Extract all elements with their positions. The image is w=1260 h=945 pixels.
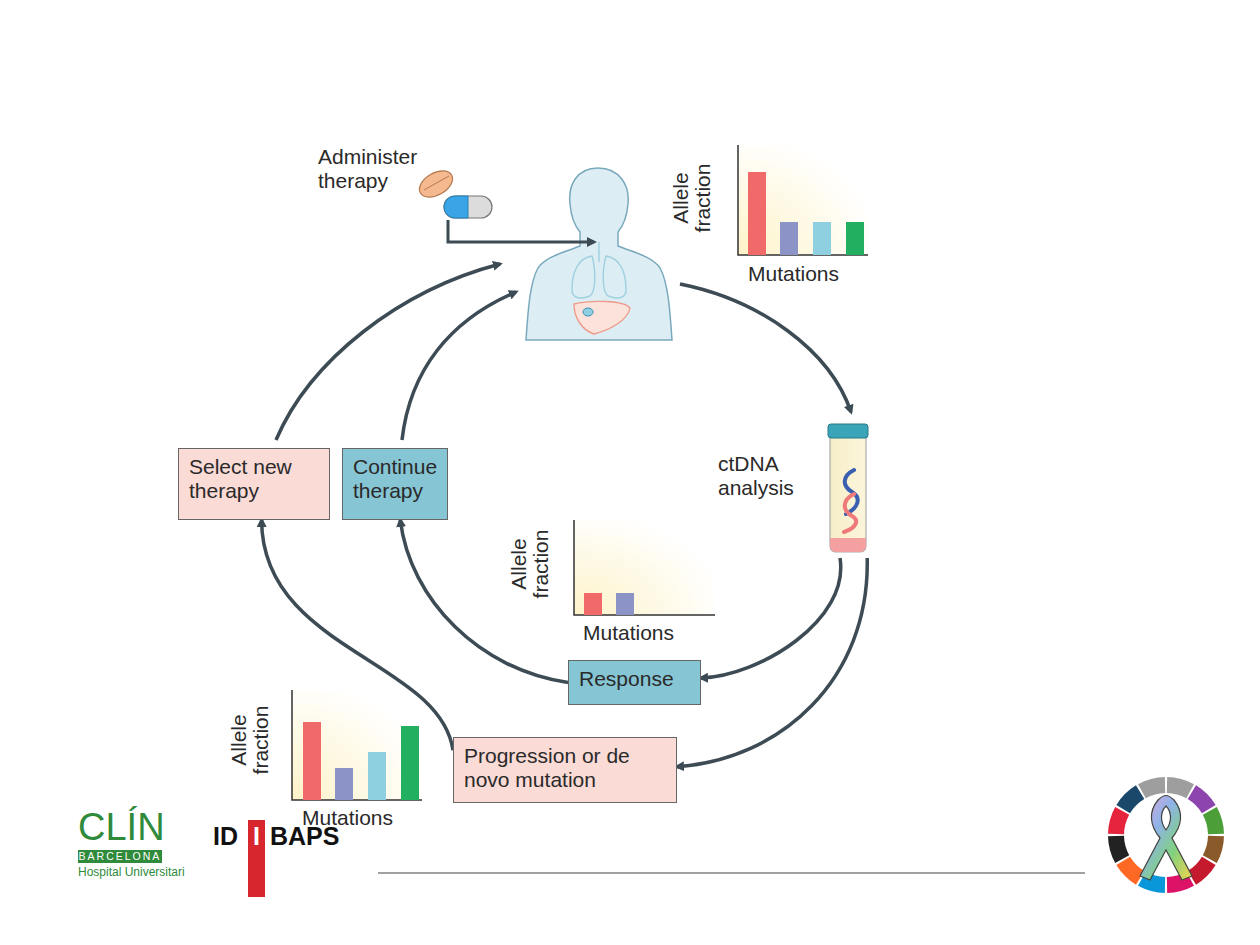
chart-ground (738, 145, 868, 255)
axis-label: Allele fraction (508, 524, 552, 604)
node-text: Continue therapy (353, 455, 437, 503)
pill-icon (415, 165, 492, 218)
axis-label: Allele fraction (670, 158, 714, 238)
flow-arrow (400, 520, 568, 683)
logo-bar (248, 820, 265, 897)
logo-segment (1108, 807, 1129, 834)
flow-arrow (677, 558, 867, 767)
axis-label: Allele fraction (228, 700, 272, 780)
step-label: Administer therapy (318, 145, 430, 193)
logo-segment (1188, 857, 1216, 885)
process-box: Response (568, 660, 701, 705)
logo-segment (1108, 836, 1129, 863)
logo-text: ID (213, 822, 238, 851)
sample-tube: ctDNA analysis (712, 422, 872, 558)
ribbon (1140, 796, 1192, 881)
node-text: Progression or de novo mutation (464, 744, 666, 792)
logo-segment (1188, 785, 1216, 813)
process-box: Select new therapy (178, 448, 330, 520)
patient-figure (526, 168, 672, 340)
logo-text: CLÍN (78, 806, 165, 850)
chart-ground (292, 690, 422, 800)
logo-text: BAPS (270, 822, 339, 851)
bar-chart (292, 690, 422, 800)
logo-segment (1203, 836, 1224, 863)
logo-text: BARCELONA (78, 850, 162, 863)
therapy-arrow (448, 220, 594, 242)
logo-segment (1138, 777, 1165, 798)
chart-ground (574, 520, 714, 615)
node-text: Response (579, 667, 690, 691)
bar-chart (574, 520, 715, 615)
logo-segment (1116, 785, 1144, 813)
logo-text: I (250, 822, 263, 851)
tube-icon (824, 422, 872, 558)
axis-label: Mutations (583, 621, 674, 645)
cycle-arrow (402, 292, 516, 440)
logo-segment (1203, 807, 1224, 834)
logo-segment (1167, 777, 1194, 798)
cycle-arrow (680, 284, 851, 412)
ribbon-logo (1108, 777, 1224, 893)
flow-arrow (262, 520, 453, 750)
node-text: Select new therapy (189, 455, 319, 503)
logo-segment (1116, 857, 1144, 885)
logo-text: Hospital Universitari (78, 866, 185, 880)
logo-bar (78, 850, 162, 863)
process-box: Continue therapy (342, 448, 448, 520)
cycle-arrow (276, 264, 500, 440)
axis-label: Mutations (748, 262, 839, 286)
node-text: ctDNA analysis (718, 452, 810, 500)
footer-rule (378, 872, 1085, 873)
process-box: Progression or de novo mutation (453, 737, 677, 803)
bar-chart (738, 145, 868, 255)
flow-arrow (701, 558, 841, 678)
